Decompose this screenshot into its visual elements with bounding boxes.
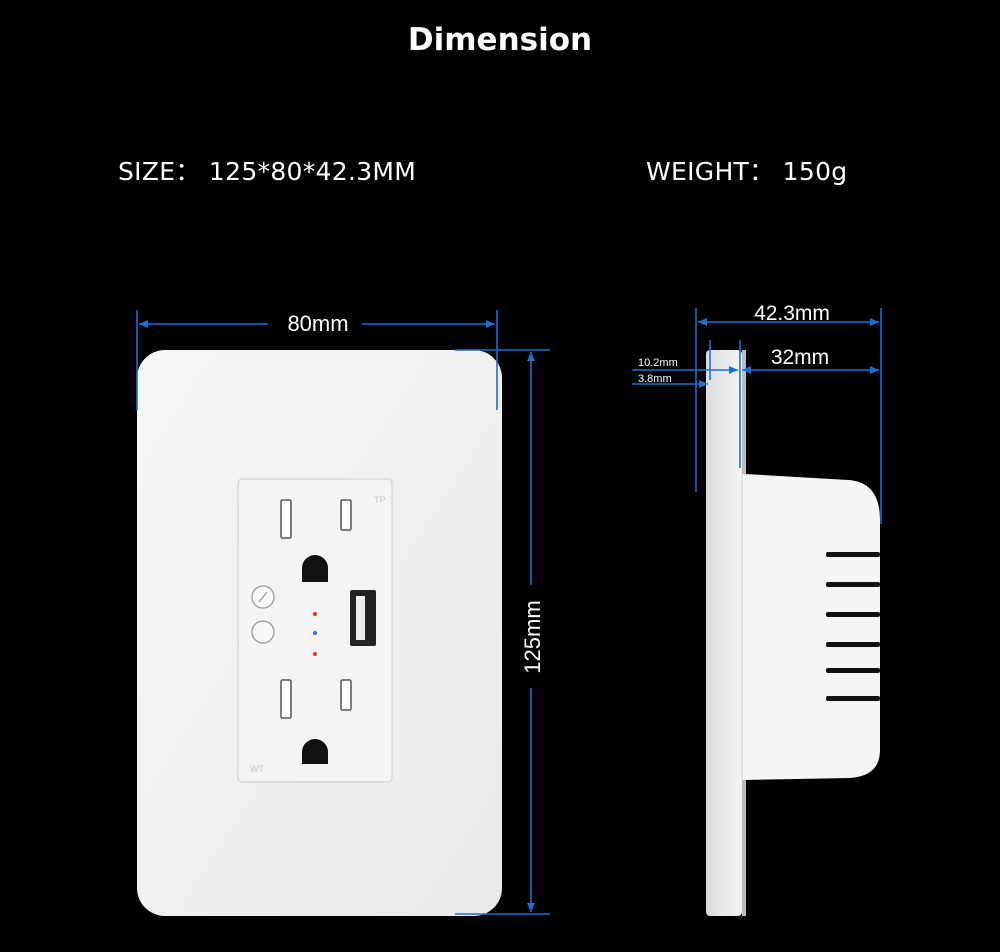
side-device [706, 350, 880, 916]
flange-label: 3.8mm [638, 373, 672, 385]
led-blue [313, 631, 317, 635]
page-title: Dimension [407, 22, 593, 58]
width-label: 80mm [287, 311, 348, 336]
vent-slots [826, 552, 880, 701]
depth-label: 42.3mm [754, 302, 830, 325]
upper-slot-right [340, 499, 352, 531]
upper-slot-left [280, 499, 292, 539]
size-spec: SIZE： 125*80*42.3MM [118, 157, 417, 186]
upper-ground-hole [302, 555, 328, 582]
reset-button-icon[interactable] [251, 620, 275, 644]
body-label: 32mm [771, 346, 829, 369]
led-red-bottom [313, 652, 317, 656]
lower-slot-left [280, 679, 292, 719]
wt-mark: WT [250, 764, 264, 774]
weight-spec: WEIGHT： 150g [646, 157, 848, 186]
plate-label: 10.2mm [638, 357, 678, 369]
tp-mark: TP [374, 495, 386, 505]
outlet-module: TP WT [237, 478, 393, 783]
lower-slot-right [340, 679, 352, 711]
lower-ground-hole [302, 739, 328, 764]
led-red-top [313, 612, 317, 616]
height-label: 125mm [520, 600, 545, 673]
